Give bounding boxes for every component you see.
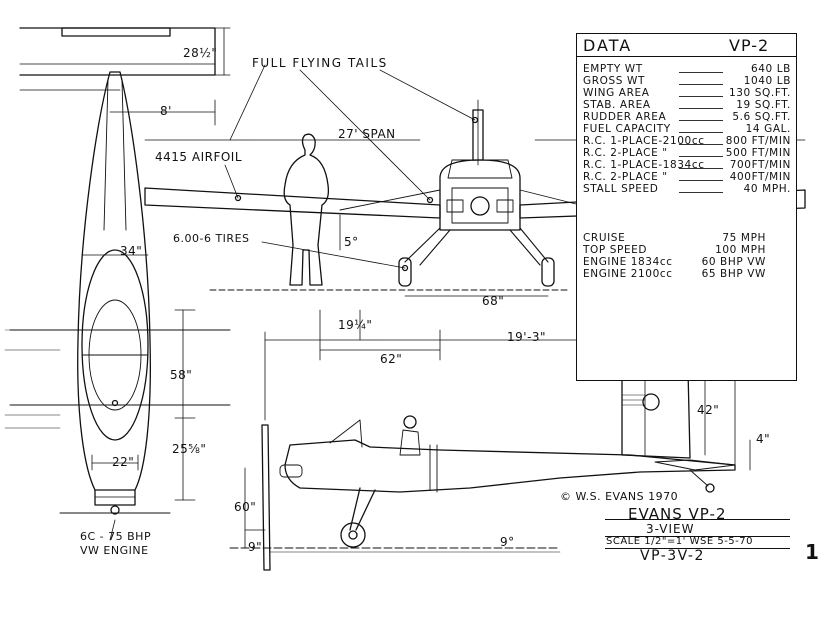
performance-row-value: 65 BHP VW — [701, 268, 766, 280]
data-table-row-value: 40 MPH. — [743, 183, 791, 195]
data-table-row: R.C. 1-PLACE-2100cc 800 FT/MIN — [583, 135, 793, 147]
dim-42: 42" — [697, 403, 720, 417]
data-table-row-label: STAB. AREA — [583, 99, 651, 111]
data-table-row: STAB. AREA 19 SQ.FT. — [583, 99, 793, 111]
data-table-model: VP-2 — [729, 36, 770, 55]
dim-19-4: 19¼" — [338, 318, 373, 332]
data-table-row-label: R.C. 1-PLACE-2100cc — [583, 135, 705, 147]
dim-22: 22" — [112, 455, 135, 469]
data-table-leader — [679, 84, 723, 85]
data-table-row: R.C. 2-PLACE " 500 FT/MIN — [583, 147, 793, 159]
performance-row-value: 75 MPH — [722, 232, 766, 244]
data-table-row-label: FUEL CAPACITY — [583, 123, 671, 135]
data-table-row-value: 19 SQ.FT. — [736, 99, 791, 111]
top-view — [9, 27, 231, 541]
data-table-row-value: 5.6 SQ.FT. — [732, 111, 791, 123]
data-table-row-label: R.C. 1-PLACE-1834cc — [583, 159, 705, 171]
data-table-row: EMPTY WT 640 LB — [583, 63, 793, 75]
dim-60: 60" — [234, 500, 257, 514]
data-table-leader — [679, 168, 723, 169]
dim-58: 58" — [170, 368, 193, 382]
performance-row-label: ENGINE 1834cc — [583, 256, 673, 268]
performance-row-label: ENGINE 2100cc — [583, 268, 673, 280]
data-table-row-label: EMPTY WT — [583, 63, 643, 75]
data-table-row-value: 500 FT/MIN — [725, 147, 791, 159]
side-view — [4, 309, 751, 571]
data-table-row: GROSS WT 1040 LB — [583, 75, 793, 87]
dim-length: 19'-3" — [507, 330, 547, 344]
label-airfoil: 4415 AIRFOIL — [155, 150, 243, 164]
page-number: 1 — [805, 540, 820, 564]
data-table-row-value: 130 SQ.FT. — [728, 87, 791, 99]
title-block-rule-2 — [605, 536, 790, 537]
data-table-row: STALL SPEED 40 MPH. — [583, 183, 793, 195]
performance-row-label: TOP SPEED — [583, 244, 648, 256]
dim-62: 62" — [380, 352, 403, 366]
label-copyright: © W.S. EVANS 1970 — [560, 490, 679, 503]
title-block-scale: SCALE 1/2"=1' WSE 5-5-70 — [606, 536, 753, 547]
data-table-row-value: 1040 LB — [743, 75, 791, 87]
data-table-divider — [577, 56, 796, 57]
data-table-row: R.C. 1-PLACE-1834cc 700FT/MIN — [583, 159, 793, 171]
front-view — [144, 64, 806, 297]
label-engine: 6C - 75 BHP — [80, 530, 152, 543]
dim-9-deg: 9° — [500, 535, 515, 549]
performance-row: ENGINE 2100cc 65 BHP VW — [583, 268, 768, 280]
data-table-leader — [679, 72, 723, 73]
performance-row: TOP SPEED 100 MPH — [583, 244, 768, 256]
title-block-rule-3 — [605, 548, 790, 549]
data-table-row-value: 14 GAL. — [745, 123, 791, 135]
dim-stab-chord: 28½" — [183, 46, 218, 60]
data-table-title: DATA — [583, 36, 633, 55]
dim-4: 4" — [756, 432, 771, 446]
label-span: 27' SPAN — [338, 127, 396, 141]
label-full-flying-tails: FULL FLYING TAILS — [252, 56, 388, 70]
performance-row: CRUISE 75 MPH — [583, 232, 768, 244]
data-table-leader — [679, 108, 723, 109]
title-block-name: EVANS VP-2 — [628, 505, 727, 523]
dim-25: 25⅝" — [172, 442, 207, 456]
data-table-row-label: R.C. 2-PLACE " — [583, 147, 668, 159]
data-table-row-label: R.C. 2-PLACE " — [583, 171, 668, 183]
data-table-row: WING AREA 130 SQ.FT. — [583, 87, 793, 99]
data-table-leader — [679, 132, 723, 133]
dim-stab-span: 8' — [160, 104, 172, 118]
performance-row: ENGINE 1834cc 60 BHP VW — [583, 256, 768, 268]
performance-row-value: 60 BHP VW — [701, 256, 766, 268]
data-table-row-value: 640 LB — [750, 63, 791, 75]
performance-row-value: 100 MPH — [715, 244, 766, 256]
title-block-drawing-no: VP-3V-2 — [640, 548, 705, 564]
dim-9: 9" — [248, 540, 263, 554]
data-table-leader — [679, 192, 723, 193]
data-table-row-value: 400FT/MIN — [729, 171, 791, 183]
title-block-view: 3-VIEW — [646, 522, 695, 536]
data-table-leader — [679, 96, 723, 97]
data-table-leader — [679, 156, 723, 157]
data-table-leader — [679, 180, 723, 181]
data-table-row: RUDDER AREA 5.6 SQ.FT. — [583, 111, 793, 123]
dim-track: 68" — [482, 294, 505, 308]
data-table-row-label: RUDDER AREA — [583, 111, 667, 123]
data-table-row: R.C. 2-PLACE " 400FT/MIN — [583, 171, 793, 183]
dim-dihedral: 5° — [344, 235, 359, 249]
data-table-row-label: STALL SPEED — [583, 183, 659, 195]
data-table-row-label: GROSS WT — [583, 75, 645, 87]
performance-row-label: CRUISE — [583, 232, 626, 244]
data-table-leader — [679, 120, 723, 121]
data-table-row-label: WING AREA — [583, 87, 650, 99]
dim-fuselage-width: 34" — [120, 244, 143, 258]
data-table-row-value: 800 FT/MIN — [725, 135, 791, 147]
data-table-row: FUEL CAPACITY 14 GAL. — [583, 123, 793, 135]
data-table-leader — [679, 144, 723, 145]
label-tires: 6.00-6 TIRES — [173, 232, 250, 245]
label-engine-2: VW ENGINE — [80, 544, 149, 557]
data-table-row-value: 700FT/MIN — [729, 159, 791, 171]
title-block-rule — [605, 519, 790, 520]
